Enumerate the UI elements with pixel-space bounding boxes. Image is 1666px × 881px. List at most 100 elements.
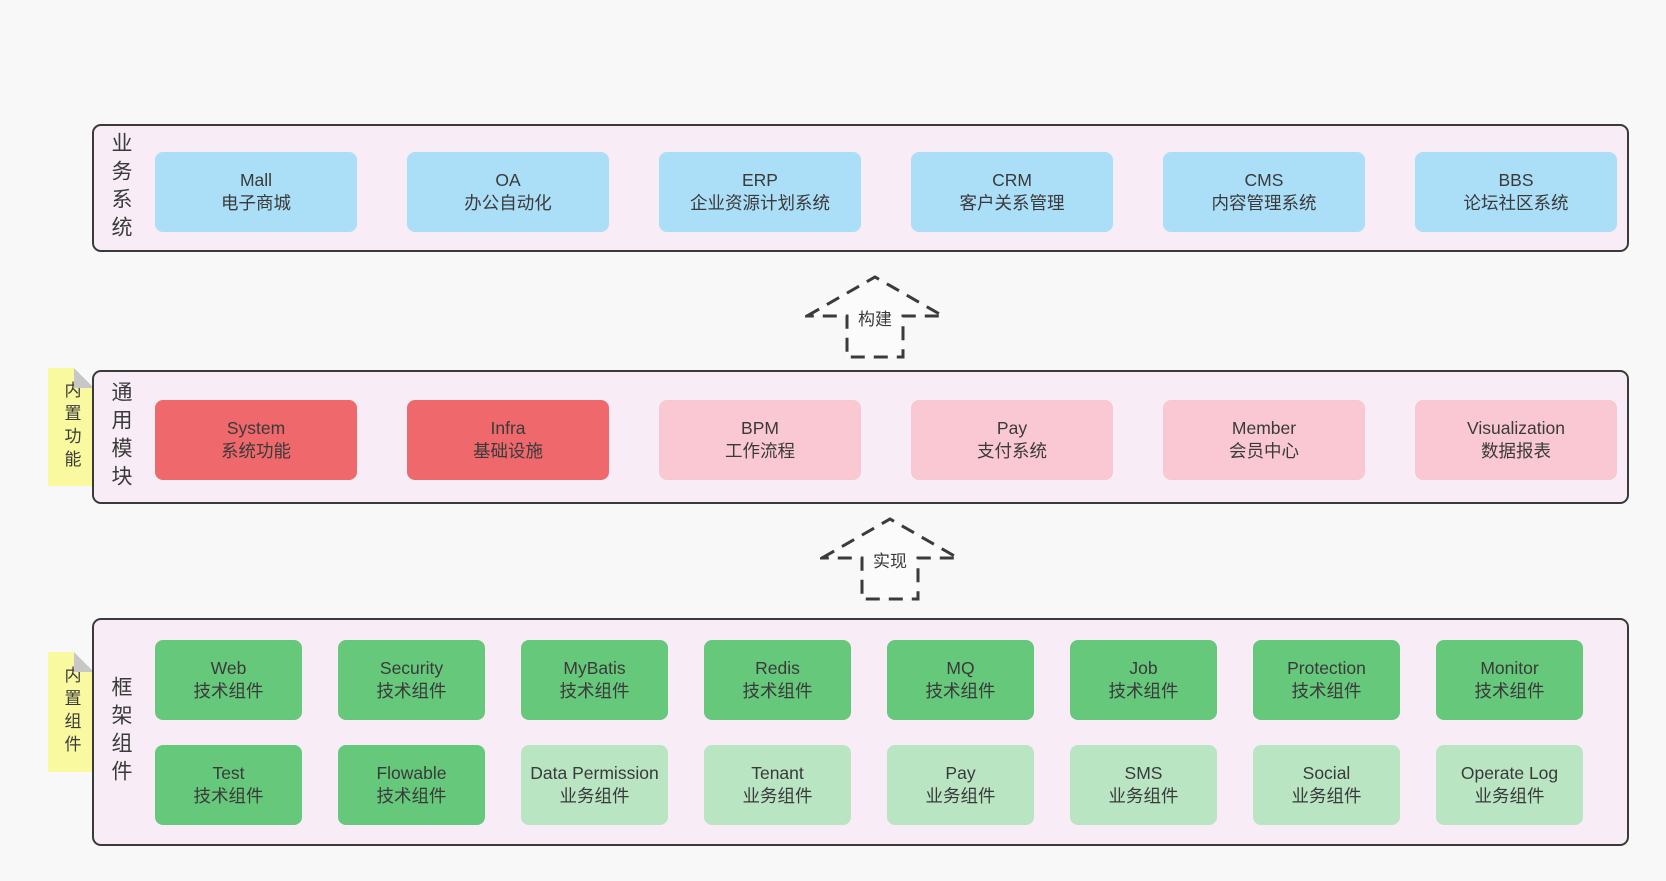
box-flowable: Flowable 技术组件 xyxy=(338,745,485,825)
box-subtitle: 业务组件 xyxy=(559,786,630,806)
box-title: Pay xyxy=(996,417,1028,438)
box-subtitle: 技术组件 xyxy=(1108,681,1179,701)
band-framework-components: 框架组件 Web 技术组件 Security 技术组件 MyBatis 技术组件… xyxy=(92,618,1629,846)
box-title: Operate Log xyxy=(1460,762,1559,783)
box-sms: SMS 业务组件 xyxy=(1070,745,1217,825)
box-mq: MQ 技术组件 xyxy=(887,640,1034,720)
box-subtitle: 会员中心 xyxy=(1229,441,1299,461)
box-subtitle: 客户关系管理 xyxy=(959,193,1065,213)
box-title: OA xyxy=(495,169,521,190)
arrow-implement-label: 实现 xyxy=(870,546,910,573)
box-security: Security 技术组件 xyxy=(338,640,485,720)
box-protection: Protection 技术组件 xyxy=(1253,640,1400,720)
box-cms: CMS 内容管理系统 xyxy=(1163,152,1365,232)
box-subtitle: 技术组件 xyxy=(376,786,447,806)
box-infra: Infra 基础设施 xyxy=(407,400,609,480)
box-web: Web 技术组件 xyxy=(155,640,302,720)
box-bpm: BPM 工作流程 xyxy=(659,400,861,480)
box-mybatis: MyBatis 技术组件 xyxy=(521,640,668,720)
box-job: Job 技术组件 xyxy=(1070,640,1217,720)
box-subtitle: 技术组件 xyxy=(376,681,447,701)
arrow-implement: 实现 xyxy=(820,516,960,602)
box-pay-module: Pay 支付系统 xyxy=(911,400,1113,480)
box-subtitle: 技术组件 xyxy=(559,681,630,701)
box-subtitle: 工作流程 xyxy=(725,441,795,461)
box-subtitle: 支付系统 xyxy=(977,441,1047,461)
box-title: Mall xyxy=(239,169,273,190)
box-title: CRM xyxy=(992,169,1032,190)
box-oa: OA 办公自动化 xyxy=(407,152,609,232)
box-subtitle: 技术组件 xyxy=(925,681,996,701)
band-label-common-modules: 通用模块 xyxy=(109,381,132,493)
box-subtitle: 技术组件 xyxy=(1474,681,1545,701)
box-title: Monitor xyxy=(1480,657,1539,678)
box-pay-component: Pay 业务组件 xyxy=(887,745,1034,825)
box-subtitle: 业务组件 xyxy=(1291,786,1362,806)
sticky-note-text: 内置功能 xyxy=(61,381,81,473)
box-title: System xyxy=(226,417,286,438)
framework-components-row-2: Test 技术组件 Flowable 技术组件 Data Permission … xyxy=(155,745,1583,825)
box-subtitle: 论坛社区系统 xyxy=(1463,193,1569,213)
box-subtitle: 办公自动化 xyxy=(464,193,552,213)
box-title: ERP xyxy=(742,169,778,190)
box-title: Redis xyxy=(755,657,800,678)
box-title: Protection xyxy=(1287,657,1366,678)
box-title: Visualization xyxy=(1467,417,1565,438)
arrow-build: 构建 xyxy=(805,274,945,360)
box-title: Security xyxy=(379,657,444,678)
box-visualization: Visualization 数据报表 xyxy=(1415,400,1617,480)
box-title: Tenant xyxy=(751,762,804,783)
box-title: SMS xyxy=(1124,762,1163,783)
box-subtitle: 技术组件 xyxy=(1291,681,1362,701)
box-title: Social xyxy=(1302,762,1351,783)
band-label-business-systems: 业务系统 xyxy=(109,132,132,244)
box-tenant: Tenant 业务组件 xyxy=(704,745,851,825)
box-bbs: BBS 论坛社区系统 xyxy=(1415,152,1617,232)
folded-corner-icon xyxy=(74,652,94,672)
band-common-modules: 通用模块 System 系统功能 Infra 基础设施 BPM 工作流程 Pay… xyxy=(92,370,1629,504)
box-title: CMS xyxy=(1244,169,1284,190)
arrow-build-label: 构建 xyxy=(855,304,895,331)
box-member: Member 会员中心 xyxy=(1163,400,1365,480)
band-label-framework-components: 框架组件 xyxy=(109,676,132,788)
box-title: BPM xyxy=(741,417,779,438)
sticky-note-text: 内置组件 xyxy=(61,666,81,758)
box-title: MQ xyxy=(946,657,975,678)
box-subtitle: 技术组件 xyxy=(742,681,813,701)
box-title: Infra xyxy=(490,417,526,438)
box-erp: ERP 企业资源计划系统 xyxy=(659,152,861,232)
sticky-note-builtin-components: 内置组件 xyxy=(48,652,94,772)
box-subtitle: 系统功能 xyxy=(221,441,291,461)
box-title: Pay xyxy=(945,762,976,783)
sticky-note-builtin-features: 内置功能 xyxy=(48,368,94,486)
box-subtitle: 内容管理系统 xyxy=(1211,193,1317,213)
folded-corner-icon xyxy=(74,368,94,388)
box-redis: Redis 技术组件 xyxy=(704,640,851,720)
box-title: Job xyxy=(1129,657,1158,678)
framework-components-row-1: Web 技术组件 Security 技术组件 MyBatis 技术组件 Redi… xyxy=(155,640,1583,720)
box-subtitle: 业务组件 xyxy=(742,786,813,806)
box-subtitle: 企业资源计划系统 xyxy=(690,193,830,213)
box-social: Social 业务组件 xyxy=(1253,745,1400,825)
business-systems-row: Mall 电子商城 OA 办公自动化 ERP 企业资源计划系统 CRM 客户关系… xyxy=(155,152,1617,232)
box-operate-log: Operate Log 业务组件 xyxy=(1436,745,1583,825)
box-title: MyBatis xyxy=(563,657,626,678)
box-title: BBS xyxy=(1498,169,1534,190)
box-title: Flowable xyxy=(376,762,447,783)
box-subtitle: 业务组件 xyxy=(1474,786,1545,806)
box-title: Data Permission xyxy=(530,762,659,783)
band-business-systems: 业务系统 Mall 电子商城 OA 办公自动化 ERP 企业资源计划系统 CRM… xyxy=(92,124,1629,252)
box-system: System 系统功能 xyxy=(155,400,357,480)
box-subtitle: 技术组件 xyxy=(193,786,264,806)
box-subtitle: 业务组件 xyxy=(1108,786,1179,806)
box-monitor: Monitor 技术组件 xyxy=(1436,640,1583,720)
common-modules-row: System 系统功能 Infra 基础设施 BPM 工作流程 Pay 支付系统… xyxy=(155,400,1617,480)
box-title: Test xyxy=(212,762,245,783)
box-subtitle: 基础设施 xyxy=(473,441,543,461)
box-subtitle: 电子商城 xyxy=(221,193,291,213)
box-subtitle: 数据报表 xyxy=(1481,441,1551,461)
box-test: Test 技术组件 xyxy=(155,745,302,825)
box-title: Member xyxy=(1231,417,1297,438)
box-data-permission: Data Permission 业务组件 xyxy=(521,745,668,825)
